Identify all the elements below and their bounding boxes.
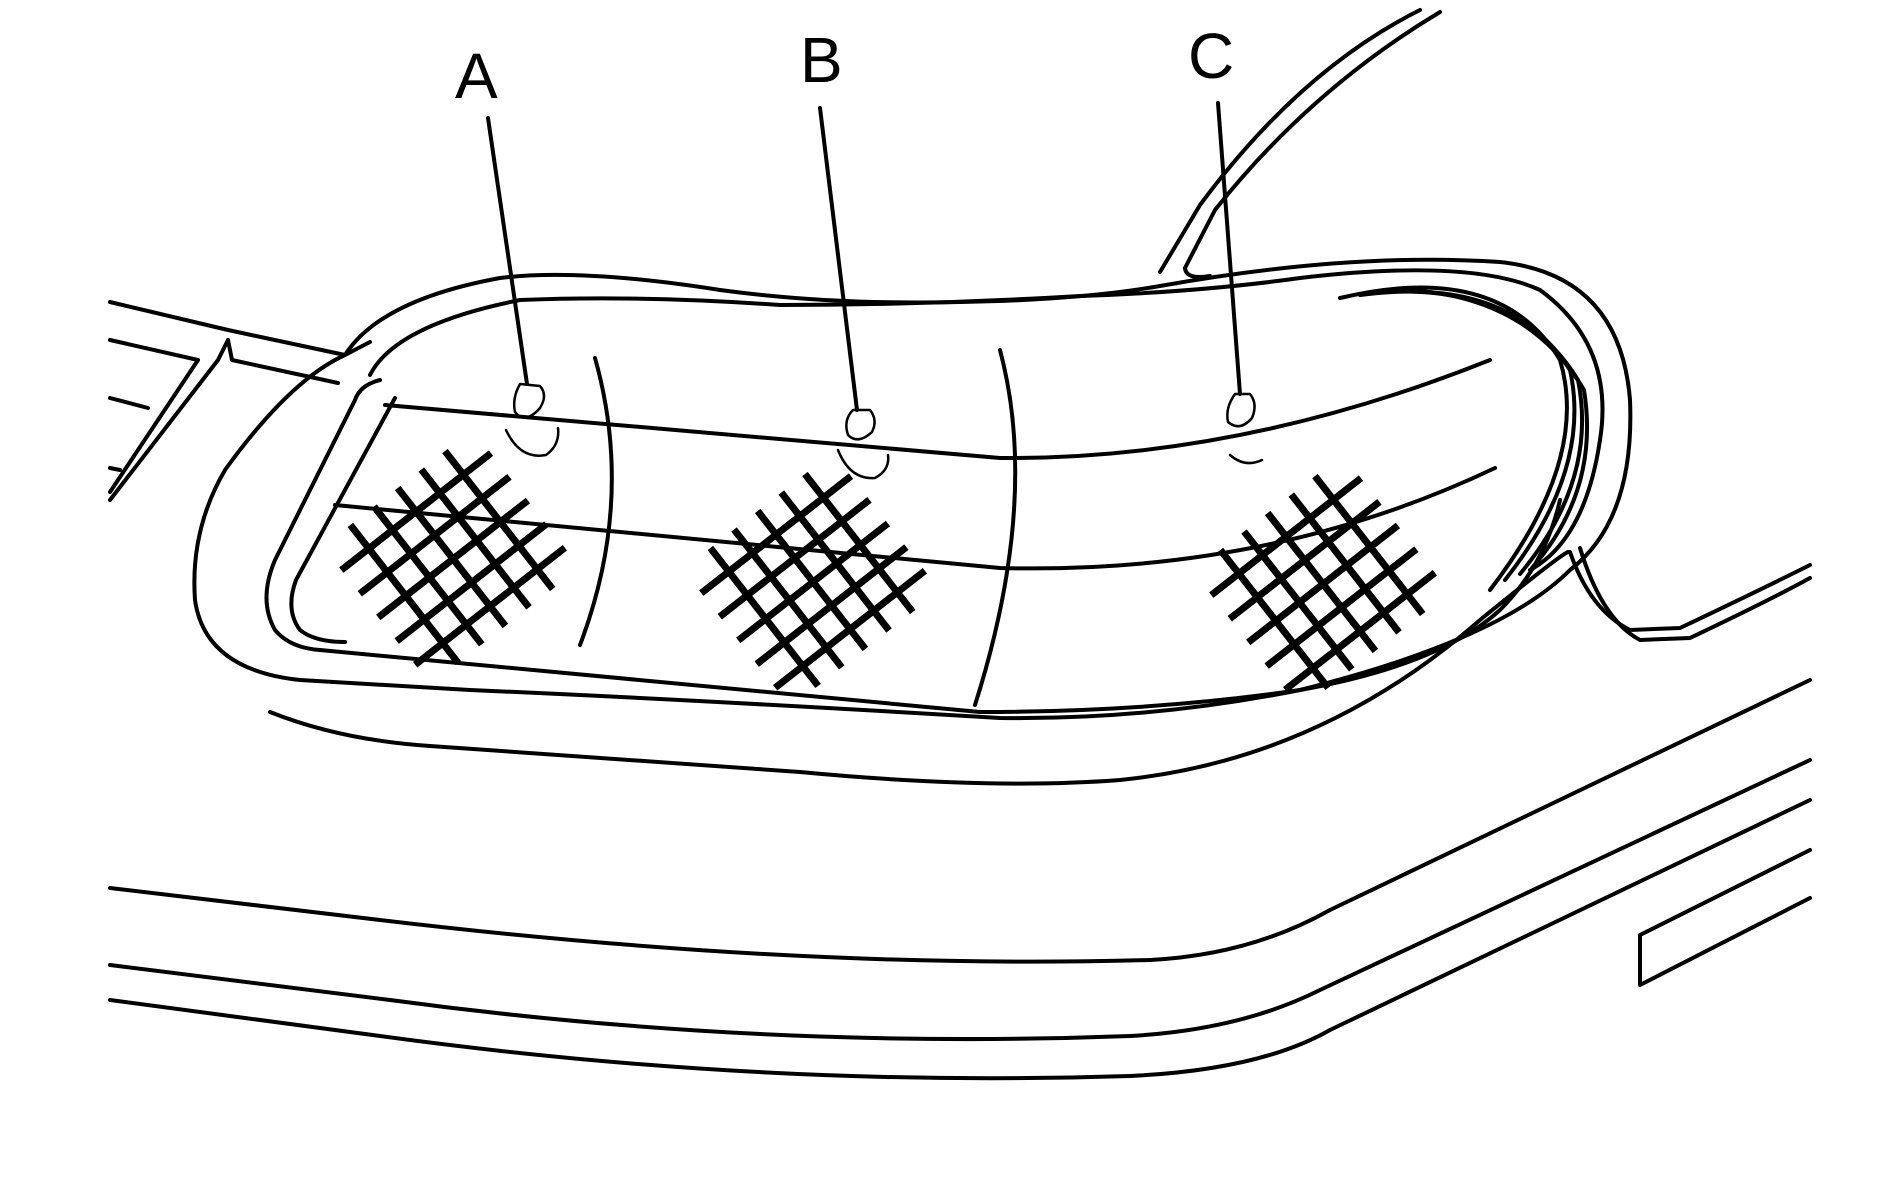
fastener-b xyxy=(836,408,890,480)
outer-gasket xyxy=(192,257,1633,786)
cable-bundle xyxy=(1338,285,1812,642)
leader-line-c xyxy=(1216,101,1242,396)
fastener-a xyxy=(504,382,560,457)
leader-line-b xyxy=(818,106,859,412)
mesh-patch-a xyxy=(339,448,568,668)
heat-shield-panel xyxy=(264,348,1562,714)
lower-body xyxy=(108,678,1812,1081)
fastener-c xyxy=(1226,392,1264,465)
mesh-patch-b xyxy=(699,471,928,691)
left-bracket xyxy=(108,300,372,502)
leader-line-a xyxy=(486,116,529,386)
callout-label-a: A xyxy=(455,40,498,112)
callout-label-c: C xyxy=(1188,20,1234,92)
callout-label-b: B xyxy=(800,24,843,96)
mesh-patch-c xyxy=(1209,473,1438,693)
